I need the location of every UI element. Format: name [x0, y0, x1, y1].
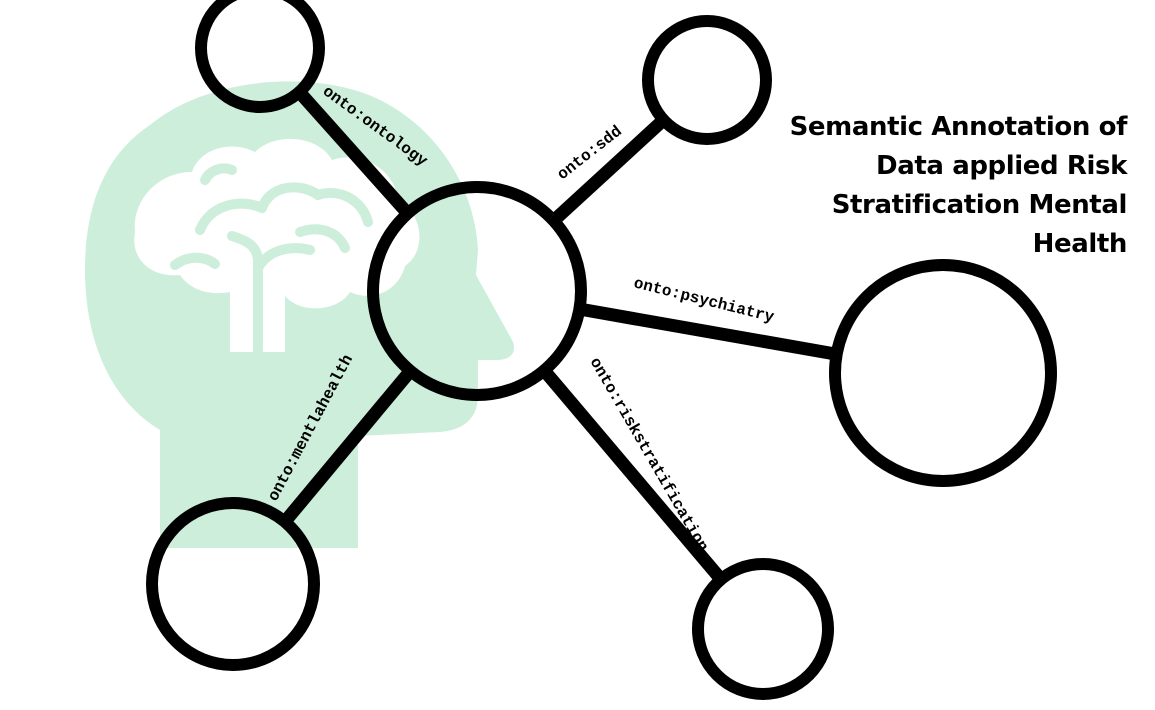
edge-label-riskstratification: onto:riskstratification — [586, 355, 712, 555]
edge-label-sdd: onto:sdd — [554, 122, 626, 183]
edge-riskstratification — [539, 366, 726, 584]
edge-sdd — [549, 115, 668, 226]
edges-layer — [279, 87, 838, 584]
node-sdd — [642, 15, 772, 145]
node-center — [367, 181, 587, 401]
nodes-layer — [146, 0, 1057, 700]
edge-psychiatry — [578, 302, 838, 361]
edge-mentlahealth — [279, 366, 416, 526]
diagram-title: Semantic Annotation of Data applied Risk… — [789, 112, 1128, 259]
node-ontology — [195, 0, 325, 113]
node-psychiatry — [829, 259, 1057, 487]
brain-head-icon — [85, 81, 515, 549]
node-mentlahealth — [146, 497, 320, 671]
node-riskstratification — [692, 558, 834, 700]
edge-ontology — [294, 87, 413, 218]
